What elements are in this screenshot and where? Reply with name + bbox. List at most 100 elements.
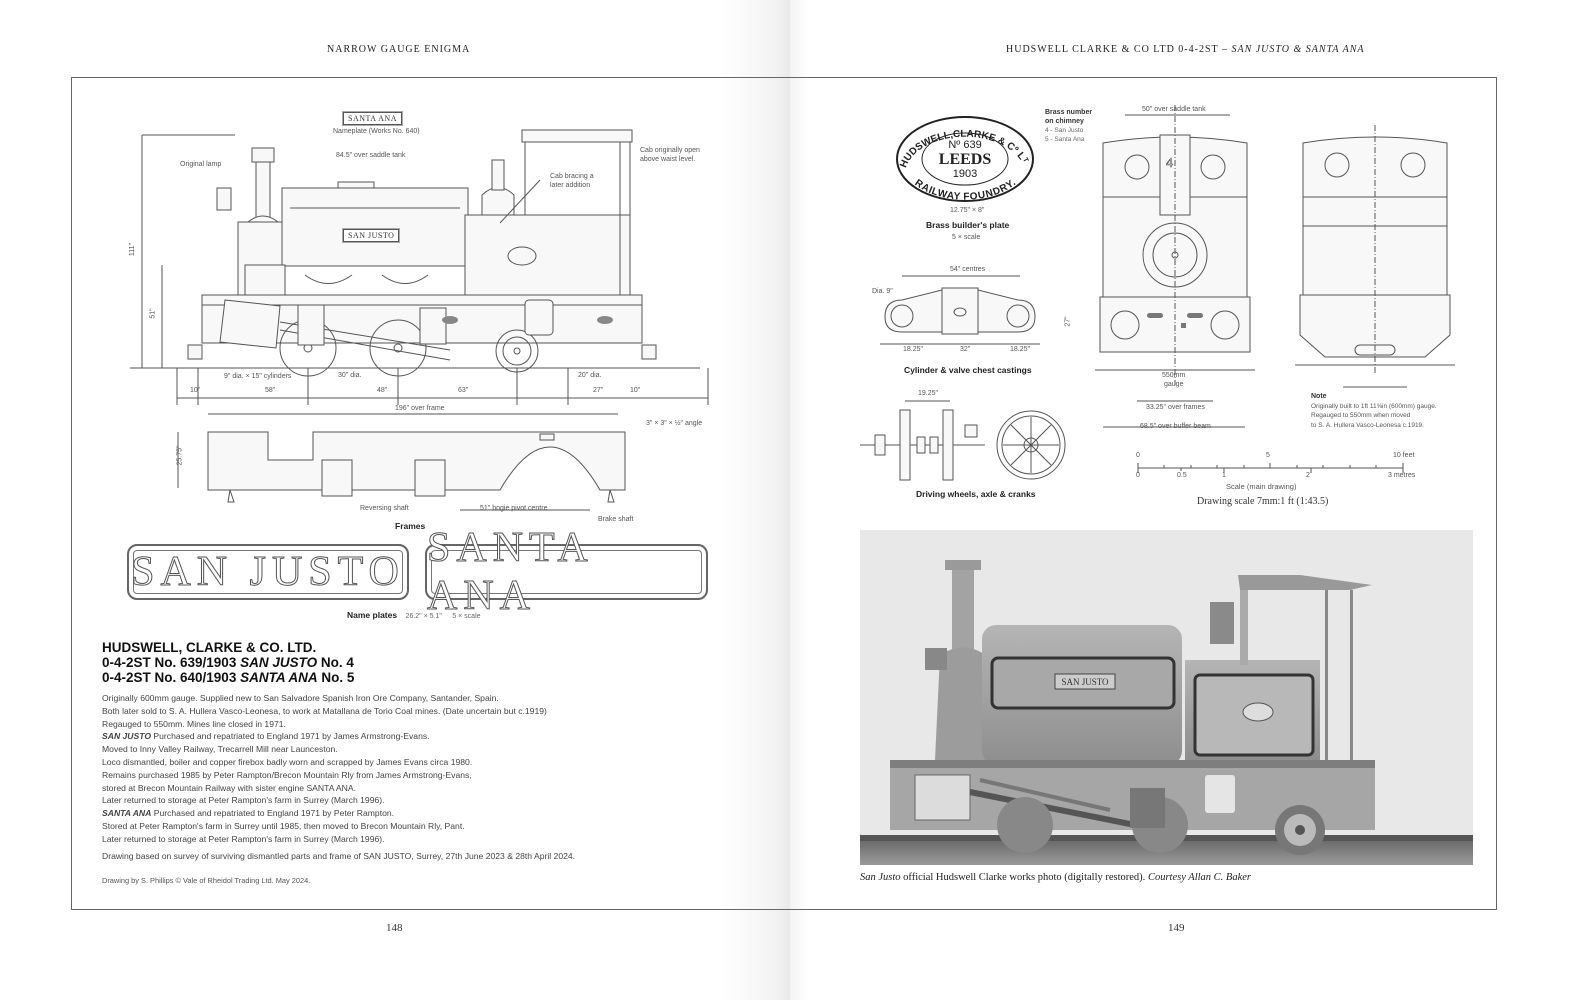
history-line: Later returned to storage at Peter Rampt…	[102, 795, 385, 806]
san-justo-tank-nameplate: SAN JUSTO	[343, 229, 400, 242]
chimney-number-note: Brass number on chimney 4 - San Justo 5 …	[1045, 108, 1095, 144]
drawing-scale-caption: Drawing scale 7mm:1 ft (1:43.5)	[1197, 496, 1329, 507]
title-line-1: HUDSWELL, CLARKE & CO. LTD.	[102, 640, 317, 655]
chimney-number: 4	[1166, 156, 1174, 172]
dim-58: 58"	[265, 387, 276, 394]
page-number-left: 148	[386, 922, 403, 934]
callout-trailing-wheel-dia: 20" dia.	[578, 372, 602, 379]
callout-driving-wheel-dia: 30" dia.	[338, 372, 362, 379]
brake-shaft-callout: Brake shaft	[598, 516, 634, 523]
svg-text:Nº 639: Nº 639	[948, 139, 981, 151]
builders-plate-drawing: HUDSWELL,CLARKE & Cº Lᵀᴰ RAILWAY FOUNDRY…	[895, 115, 1034, 203]
dim-27: 27"	[593, 387, 604, 394]
cylinder-caption: Cylinder & valve chest castings	[904, 365, 1032, 375]
history-line: Remains purchased 1985 by Peter Rampton/…	[102, 769, 472, 780]
note-line-2: Regauged to 550mm when moved	[1311, 412, 1411, 419]
builders-plate-scale: 5 × scale	[952, 234, 981, 241]
svg-text:SAN JUSTO: SAN JUSTO	[1061, 677, 1109, 687]
page-frame-right	[784, 77, 1497, 910]
gauge-note: Note Originally built to 1ft 11⅝in (600m…	[1311, 392, 1461, 430]
front-end-view-drawing	[1095, 105, 1255, 428]
history-line: SANTA ANA Purchased and repatriated to E…	[102, 808, 395, 819]
book-gutter-shadow-right	[790, 0, 810, 1000]
callout-saddle-tank: 84.5" over saddle tank	[336, 152, 406, 159]
photo-caption: San Justo official Hudswell Clarke works…	[860, 872, 1251, 883]
dim-10-rear: 10"	[630, 387, 641, 394]
scale-feet-5: 5	[1266, 452, 1270, 459]
chimney-note-santa-ana: 5 - Santa Ana	[1045, 136, 1085, 143]
history-line: Later returned to storage at Peter Rampt…	[102, 833, 385, 844]
height-overall-dim: 111"	[129, 242, 137, 257]
history-line: Originally 600mm gauge. Supplied new to …	[102, 693, 499, 703]
callout-cab-open: Cab originally open above waist level.	[640, 147, 700, 163]
survey-note: Drawing based on survey of surviving dis…	[102, 850, 576, 861]
page-frame-left	[71, 77, 785, 910]
gauge-value: 550mm	[1162, 372, 1186, 379]
reversing-shaft-callout: Reversing shaft	[360, 505, 409, 512]
driving-wheels-drawing	[860, 400, 1066, 481]
dim-over-frame: 196" over frame	[395, 405, 445, 412]
rear-end-view-drawing	[1295, 125, 1455, 388]
page-number-right: 149	[1168, 922, 1185, 934]
end-view-height-dim: 27"	[1064, 316, 1072, 327]
nameplates-caption-title: Name plates	[347, 610, 398, 620]
nameplate-san-justo: SAN JUSTO	[127, 544, 409, 600]
running-head-right: Hudswell Clarke & Co Ltd 0-4-2ST – San J…	[1006, 44, 1365, 55]
left-page	[0, 0, 790, 1000]
scale-metre-3: 3 metres	[1388, 472, 1416, 479]
callout-cylinders: 9" dia. × 15" cylinders	[224, 373, 292, 380]
builders-plate-size: 12.75" × 8"	[950, 207, 985, 214]
cylinder-dim-centre: 32"	[960, 346, 971, 353]
works-photo-locomotive: SAN JUSTO	[860, 560, 1473, 865]
cylinder-centres-dim: 54" centres	[950, 266, 986, 273]
dim-63: 63"	[458, 387, 469, 394]
nameplates-caption-scale: 5 × scale	[452, 613, 481, 620]
history-line: Loco dismantled, boiler and copper fireb…	[102, 756, 473, 767]
history-line: stored at Brecon Mountain Railway with s…	[102, 782, 356, 793]
nameplate-santa-ana: SANTA ANA	[425, 525, 708, 620]
history-text: Originally 600mm gauge. Supplied new to …	[102, 692, 662, 862]
note-title: Note	[1311, 393, 1327, 400]
chimney-note-san-justo: 4 - San Justo	[1045, 127, 1084, 134]
works-photo: SAN JUSTO	[860, 530, 1473, 865]
drawing-credit: Drawing by S. Phillips © Vale of Rheidol…	[102, 876, 311, 885]
dim-10-front: 10"	[190, 387, 201, 394]
nameplate-santa-ana-text: SANTA ANA	[427, 525, 592, 620]
bogie-pivot-callout: 51" bogie pivot centre	[480, 505, 548, 512]
scale-metre-0-5: 0.5	[1177, 472, 1187, 479]
chimney-note-title: Brass number on chimney	[1045, 109, 1093, 125]
history-line: Both later sold to S. A. Hullera Vasco-L…	[102, 705, 547, 716]
note-line-1: Originally built to 1ft 11⅝in (600mm) ga…	[1311, 402, 1437, 410]
end-view-saddle-tank-dim: 50" over saddle tank	[1142, 106, 1206, 113]
book-gutter-shadow	[720, 0, 790, 1000]
scale-metre-0: 0	[1136, 472, 1140, 479]
scale-feet-10: 10 feet	[1393, 452, 1415, 459]
title-line-2: 0-4-2ST No. 639/1903 SAN JUSTO No. 4	[102, 655, 354, 670]
gauge-label: gauge	[1164, 381, 1184, 388]
history-line: SAN JUSTO Purchased and repatriated to E…	[102, 731, 430, 742]
cylinder-dim-left: 18.25"	[903, 346, 924, 353]
frames-caption: Frames	[395, 521, 426, 531]
callout-original-lamp: Original lamp	[180, 161, 222, 168]
builders-plate-caption: Brass builder's plate	[926, 220, 1010, 230]
history-line: Stored at Peter Rampton's farm in Surrey…	[102, 820, 465, 831]
side-elevation-drawing	[130, 129, 709, 405]
frames-height-dim: 25.75"	[176, 445, 184, 466]
scale-caption: Scale (main drawing)	[1226, 482, 1297, 491]
nameplates-caption: Name plates 26.2" × 5.1" 5 × scale	[347, 605, 481, 623]
cylinder-dim-right: 18.25"	[1010, 346, 1031, 353]
scale-bar-ruler	[1137, 463, 1404, 473]
locomotive-title: HUDSWELL, CLARKE & CO. LTD. 0-4-2ST No. …	[102, 640, 354, 685]
note-line-3: to S. A. Hullera Vasco-Leonesa c.1919.	[1311, 421, 1424, 429]
angle-callout: 3" × 3" × ½" angle	[646, 420, 703, 427]
frames-plan	[177, 413, 626, 511]
nameplate-san-justo-text: SAN JUSTO	[131, 549, 405, 596]
scale-metre-2: 2	[1306, 472, 1310, 479]
scale-metre-1: 1	[1222, 472, 1226, 479]
dim-48: 48"	[377, 387, 388, 394]
wheels-caption: Driving wheels, axle & cranks	[916, 489, 1036, 499]
history-line: Regauged to 550mm. Mines line closed in …	[102, 718, 286, 729]
scale-feet-0: 0	[1136, 452, 1140, 459]
cylinder-castings-drawing	[880, 275, 1040, 345]
callout-cab-bracing: Cab bracing a later addition	[550, 173, 594, 189]
